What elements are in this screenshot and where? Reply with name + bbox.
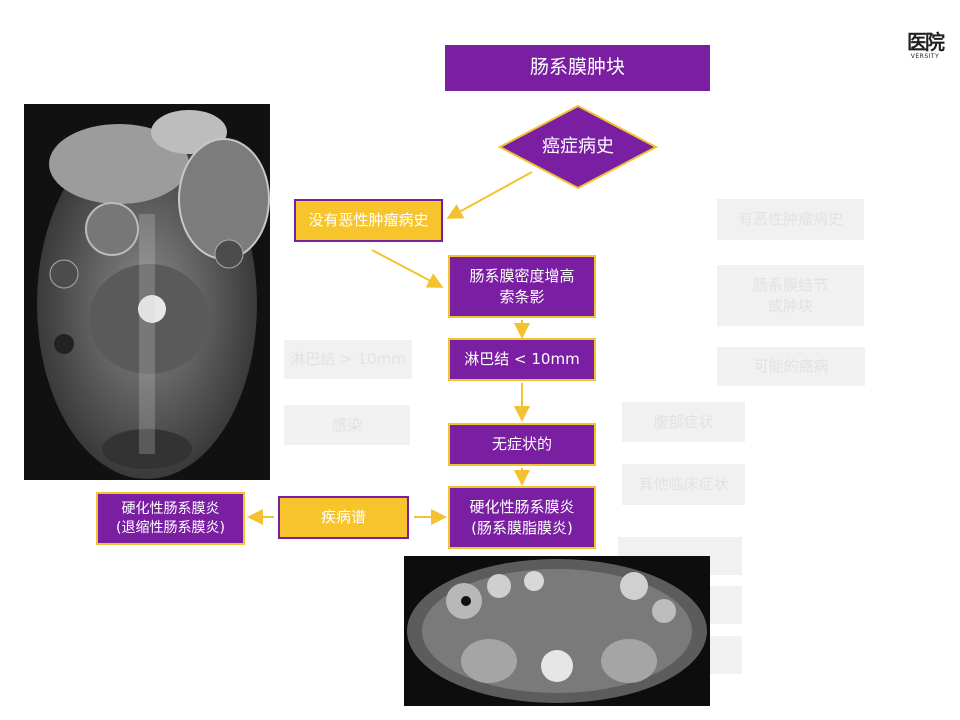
hospital-logo: 医院 VERSITY: [905, 26, 945, 60]
logo-subtext: VERSITY: [905, 53, 945, 60]
arrow-decision-to-no-history: [450, 172, 532, 217]
logo-glyph: 医院: [905, 26, 945, 55]
arrow-no-history-to-density: [372, 250, 440, 286]
